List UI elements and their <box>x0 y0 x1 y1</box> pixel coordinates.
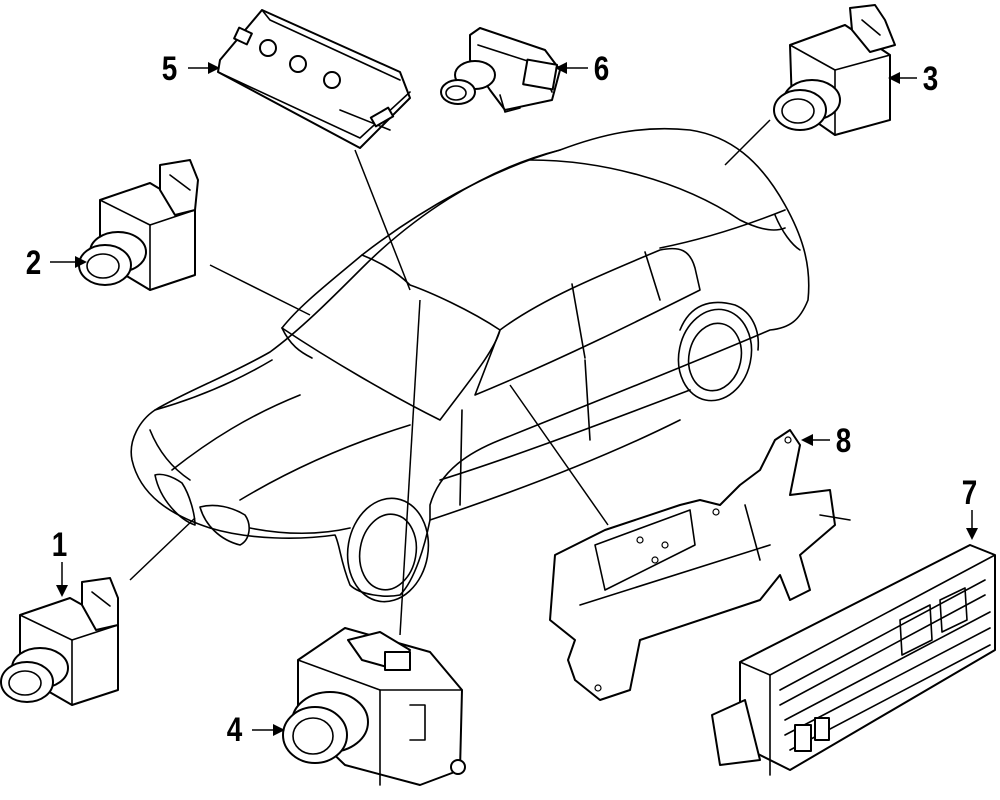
arrowhead-1 <box>56 585 68 597</box>
arrowhead-8 <box>801 434 813 446</box>
arrowhead-6 <box>555 62 567 74</box>
callout-7: 7 <box>961 474 978 512</box>
arrowhead-3 <box>888 72 900 84</box>
callout-6: 6 <box>593 50 610 88</box>
part-5-control-module <box>217 9 411 149</box>
part-8-mounting-bracket <box>549 429 851 701</box>
arrowhead-5 <box>208 62 220 74</box>
part-3-rear-ultrasonic-sensor <box>773 4 896 136</box>
callout-8: 8 <box>835 422 852 460</box>
leader-line-2 <box>209 264 311 316</box>
leader-line-5 <box>354 149 411 291</box>
part-2-ultrasonic-sensor <box>78 159 199 291</box>
arrowhead-7 <box>966 528 978 540</box>
leader-line-1 <box>129 517 196 581</box>
car-illustration <box>130 127 810 603</box>
callout-4: 4 <box>226 711 243 749</box>
part-1-front-ultrasonic-sensor <box>0 577 119 706</box>
leader-lines <box>129 119 771 636</box>
leader-line-8 <box>509 384 609 526</box>
leader-line-4 <box>399 299 421 636</box>
part-4-camera-module <box>282 627 466 786</box>
callout-arrows <box>50 62 978 736</box>
arrowhead-2 <box>75 256 87 268</box>
callout-3: 3 <box>922 60 939 98</box>
part-6-camera <box>440 27 561 113</box>
callout-5: 5 <box>161 50 178 88</box>
callout-1: 1 <box>51 526 68 564</box>
part-7-control-unit <box>711 544 996 776</box>
arrowhead-4 <box>273 724 285 736</box>
callout-2: 2 <box>25 244 42 282</box>
leader-line-3 <box>724 119 771 166</box>
